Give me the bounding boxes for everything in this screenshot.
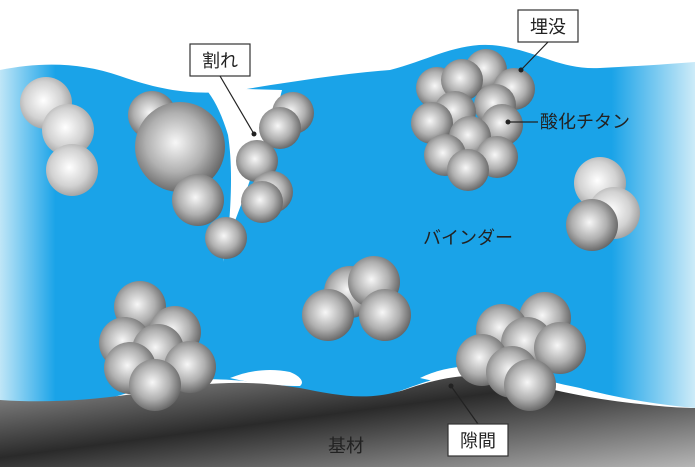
particle bbox=[241, 181, 283, 223]
callout-embedded-label: 埋没 bbox=[530, 17, 566, 38]
callout-crack-dot bbox=[251, 131, 257, 137]
particle bbox=[42, 104, 94, 156]
particle bbox=[411, 102, 453, 144]
callout-crack-label: 割れ bbox=[202, 51, 238, 72]
particle-cluster-bottom-left bbox=[99, 281, 216, 411]
particle-cluster-right-edge bbox=[566, 157, 640, 251]
particle bbox=[259, 107, 301, 149]
particle bbox=[46, 144, 98, 196]
particle-large bbox=[135, 102, 225, 192]
particle bbox=[447, 149, 489, 191]
particle bbox=[205, 217, 247, 259]
particle bbox=[302, 289, 354, 341]
substrate-label: 基材 bbox=[328, 436, 364, 457]
callout-gap-box bbox=[447, 423, 509, 457]
particle bbox=[481, 104, 523, 146]
particle-cluster-bottom-right bbox=[456, 292, 586, 411]
particle-cluster-center bbox=[302, 256, 411, 341]
callout-gap-label: 隙間 bbox=[460, 431, 496, 452]
particle bbox=[566, 199, 618, 251]
particle-cluster-embedded bbox=[411, 49, 535, 191]
particle bbox=[129, 359, 181, 411]
callout-gap: 隙間 bbox=[447, 383, 509, 457]
callout-crack-leader bbox=[219, 75, 255, 135]
titanium-oxide-label: 酸化チタン bbox=[540, 112, 630, 133]
callout-crack-box bbox=[189, 43, 251, 77]
callout-gap-dot bbox=[448, 383, 454, 389]
callout-gap-leader bbox=[450, 385, 479, 425]
particle-cluster-left-edge bbox=[20, 77, 98, 196]
callout-embedded-leader bbox=[520, 41, 549, 71]
particle bbox=[359, 289, 411, 341]
callout-embedded-dot bbox=[518, 67, 524, 73]
particle bbox=[172, 174, 224, 226]
callout-embedded: 埋没 bbox=[517, 9, 579, 73]
particle bbox=[441, 59, 483, 101]
particle-cluster-crack bbox=[128, 91, 314, 259]
binder-label: バインダー bbox=[423, 228, 513, 249]
particle bbox=[534, 322, 586, 374]
gap-region-left bbox=[230, 370, 302, 386]
callout-crack: 割れ bbox=[189, 43, 257, 137]
callout-titanium-oxide-dot bbox=[505, 119, 511, 125]
callout-titanium-oxide: 酸化チタン bbox=[505, 112, 630, 133]
particle bbox=[504, 359, 556, 411]
